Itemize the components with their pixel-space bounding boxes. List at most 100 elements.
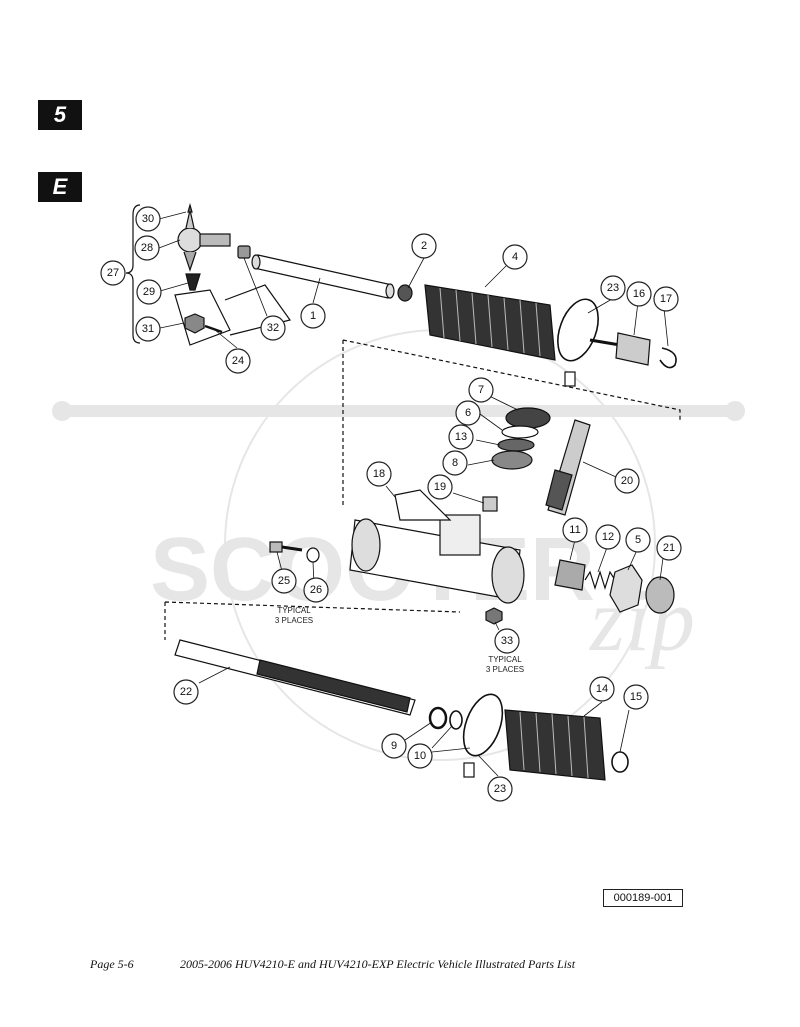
group-outline (342, 339, 681, 420)
callout-6: 6 (455, 400, 481, 426)
pinion-bushing (482, 496, 498, 512)
svg-text:33: 33 (501, 635, 513, 647)
pinion-gear (545, 419, 591, 516)
document-title: 2005-2006 HUV4210-E and HUV4210-EXP Elec… (180, 957, 576, 971)
jam-nut (237, 245, 251, 259)
hex-nut (485, 607, 503, 625)
callout-23-lower: 23 (487, 776, 513, 802)
svg-text:21: 21 (663, 542, 675, 554)
svg-text:29: 29 (143, 286, 155, 298)
callout-17: 17 (653, 286, 679, 312)
callout-31: 31 (135, 316, 161, 342)
svg-text:17: 17 (660, 293, 672, 305)
castle-nut (184, 313, 205, 334)
svg-text:32: 32 (267, 322, 279, 334)
typical-note-left-1: TYPICAL (277, 606, 311, 615)
figure-id: 000189-001 (603, 889, 683, 907)
callout-32: 32 (260, 315, 286, 341)
callout-2: 2 (411, 233, 437, 259)
svg-text:23: 23 (494, 783, 506, 795)
retaining-clip (659, 347, 677, 369)
callout-24: 24 (225, 348, 251, 374)
callout-10: 10 (407, 743, 433, 769)
page-number: Page 5-6 (90, 957, 134, 971)
washer-ring (449, 710, 463, 730)
boot-retaining-ring (611, 751, 629, 773)
section-tab-letter: E (38, 172, 82, 202)
svg-text:25: 25 (278, 575, 290, 587)
assembly-bracket (125, 204, 141, 344)
svg-text:30: 30 (142, 213, 154, 225)
callout-30: 30 (135, 206, 161, 232)
callout-25: 25 (271, 568, 297, 594)
mounting-bolt (269, 541, 303, 553)
svg-text:16: 16 (633, 288, 645, 300)
svg-text:12: 12 (602, 531, 614, 543)
svg-text:9: 9 (391, 740, 397, 752)
cotter-pin (204, 324, 223, 334)
svg-text:6: 6 (465, 407, 471, 419)
steering-rack (174, 639, 416, 716)
callout-8: 8 (442, 450, 468, 476)
typical-note-right-2: 3 PLACES (486, 665, 524, 674)
grease-fitting (187, 202, 193, 213)
callout-9: 9 (381, 733, 407, 759)
adjuster-plug (609, 564, 643, 613)
svg-text:8: 8 (452, 457, 458, 469)
section-tab-number: 5 (38, 100, 82, 130)
callout-13: 13 (448, 424, 474, 450)
svg-text:28: 28 (141, 242, 153, 254)
svg-text:11: 11 (569, 524, 580, 536)
inner-tie-rod-socket (589, 332, 651, 366)
callout-29: 29 (136, 279, 162, 305)
svg-text:14: 14 (596, 683, 608, 695)
boot-clamp-lower (462, 693, 504, 757)
boot-seal (185, 273, 201, 291)
callout-16: 16 (626, 281, 652, 307)
callout-15: 15 (623, 684, 649, 710)
rack-guide (554, 559, 586, 591)
callout-27: 27 (100, 260, 126, 286)
callout-28: 28 (134, 235, 160, 261)
dust-seal (505, 407, 551, 429)
snap-ring (497, 438, 535, 452)
typical-note-right-1: TYPICAL (488, 655, 522, 664)
svg-text:7: 7 (478, 384, 484, 396)
clamp-buckle-lower (463, 762, 475, 778)
thrust-washer (501, 425, 539, 439)
callout-21: 21 (656, 535, 682, 561)
callout-14: 14 (589, 676, 615, 702)
callout-26: 26 (303, 577, 329, 603)
typical-note-left-2: 3 PLACES (275, 616, 313, 625)
tie-rod-tube (251, 254, 395, 299)
svg-text:22: 22 (180, 686, 192, 698)
callout-33: 33 (494, 628, 520, 654)
svg-text:2: 2 (421, 240, 427, 252)
svg-text:5: 5 (635, 534, 641, 546)
svg-text:27: 27 (107, 267, 119, 279)
svg-text:24: 24 (232, 355, 244, 367)
callout-19: 19 (427, 474, 453, 500)
svg-text:zip: zip (588, 571, 695, 670)
bellows-boot-lower (504, 709, 606, 781)
lock-nut (645, 576, 675, 614)
callout-23-upper: 23 (600, 275, 626, 301)
bellows-boot-upper (424, 284, 556, 361)
callout-22: 22 (173, 679, 199, 705)
callout-4: 4 (502, 244, 528, 270)
rack-seal (428, 706, 448, 730)
tie-rod-end (177, 209, 231, 272)
adjuster-spring (584, 569, 616, 591)
callout-20: 20 (614, 468, 640, 494)
pinion-bearing (491, 450, 533, 470)
svg-text:15: 15 (630, 691, 642, 703)
svg-text:20: 20 (621, 475, 633, 487)
clamp-buckle-upper (564, 371, 576, 387)
svg-text:19: 19 (434, 481, 446, 493)
callout-11: 11 (562, 517, 588, 543)
svg-text:4: 4 (512, 251, 518, 263)
callout-7: 7 (468, 377, 494, 403)
boot-clamp-upper (557, 298, 599, 362)
callout-1: 1 (300, 303, 326, 329)
